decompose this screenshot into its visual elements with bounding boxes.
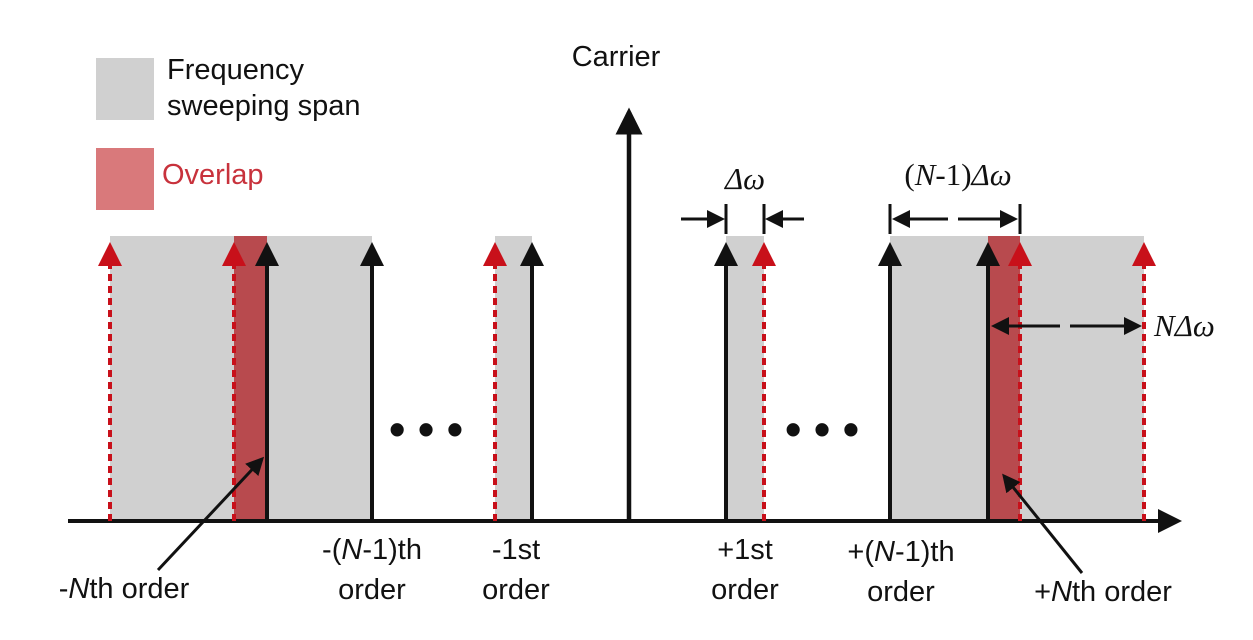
overlap-region-left [234,236,267,520]
overlap-region-right [988,236,1020,520]
label-plus-1-line1: +1st [717,534,773,566]
legend-sweep-swatch [96,58,154,120]
legend-overlap-label: Overlap [162,159,264,191]
carrier-label: Carrier [572,41,661,73]
label-minus-n-minus-1-line1: -(N-1)th [322,534,422,566]
pointer-minus-n-order [156,456,265,572]
pointer-plus-n-order [1002,473,1084,574]
label-plus-n-order: +Nth order [1034,576,1172,608]
legend-sweep-label-line1: Frequency [167,54,305,86]
label-minus-n-order: -Nth order [59,573,190,605]
delta-omega-label: Δω [723,161,765,196]
legend-sweep-label-line2: sweeping span [167,90,360,122]
label-minus-1-line1: -1st [492,534,540,566]
ellipsis-right: • • • [785,403,859,455]
label-plus-n-minus-1-line1: +(N-1)th [847,536,954,568]
ellipsis-left: • • • [389,403,463,455]
label-plus-1-line2: order [711,574,779,606]
label-minus-1-line2: order [482,574,550,606]
n-spacing-label: NΔω [1153,308,1215,343]
label-plus-n-minus-1-line2: order [867,576,935,608]
sweep-span-plus-1 [726,236,764,520]
n-minus-1-spacing-label: (N-1)Δω [904,157,1011,192]
sweep-span-minus-1 [495,236,532,520]
label-minus-n-minus-1-line2: order [338,574,406,606]
legend-overlap-swatch [96,148,154,210]
